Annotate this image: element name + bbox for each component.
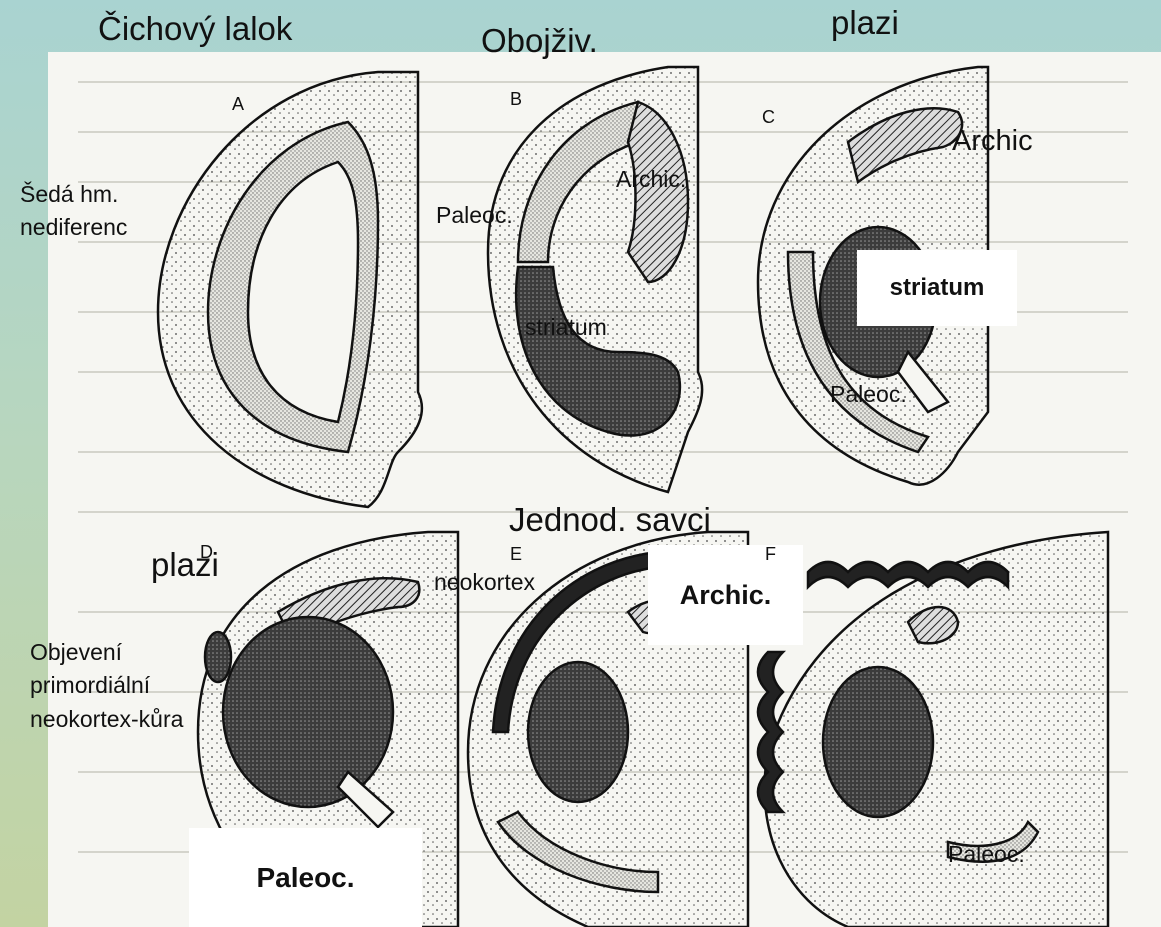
panel-letter-c: C: [762, 108, 775, 126]
brain-sections-drawing: [48, 52, 1161, 927]
panel-letter-b: B: [510, 90, 522, 108]
title-monotremes: Jednod. savci: [509, 503, 711, 536]
label-archic-b: Archic.: [616, 168, 686, 191]
label-box-paleoc-d: Paleoc.: [189, 828, 422, 927]
title-reptiles-bottom: plazi: [151, 548, 219, 581]
label-box-striatum-c: striatum: [857, 250, 1017, 326]
label-archic-c: Archic: [952, 127, 1033, 156]
label-primordial-neocortex: Objevení primordiální neokortex-kůra: [30, 636, 230, 736]
label-archic-e: Archic.: [680, 580, 772, 611]
label-box-archic-e: Archic.: [648, 545, 803, 645]
label-paleoc-f: Paleoc.: [948, 843, 1025, 866]
panel-letter-f: F: [765, 545, 776, 563]
section-a: [158, 72, 422, 507]
title-amphibians: Obojživ.: [481, 24, 598, 57]
label-striatum-c: striatum: [890, 274, 985, 302]
panel-letter-a: A: [232, 95, 244, 113]
title-reptiles-top: plazi: [831, 6, 899, 39]
diagram-scan: [48, 52, 1161, 927]
panel-letter-e: E: [510, 545, 522, 563]
section-f: [758, 532, 1108, 927]
label-gray-matter: Šedá hm. nediferenc: [20, 178, 180, 245]
label-striatum-b: striatum: [525, 316, 607, 339]
title-olfactory-lobe: Čichový lalok: [98, 12, 292, 45]
label-paleoc-c: Paleoc.: [830, 383, 907, 406]
label-paleoc-b: Paleoc.: [436, 204, 513, 227]
label-neokortex: neokortex: [434, 571, 535, 594]
label-paleoc-d: Paleoc.: [256, 862, 354, 894]
section-b: [488, 67, 702, 492]
